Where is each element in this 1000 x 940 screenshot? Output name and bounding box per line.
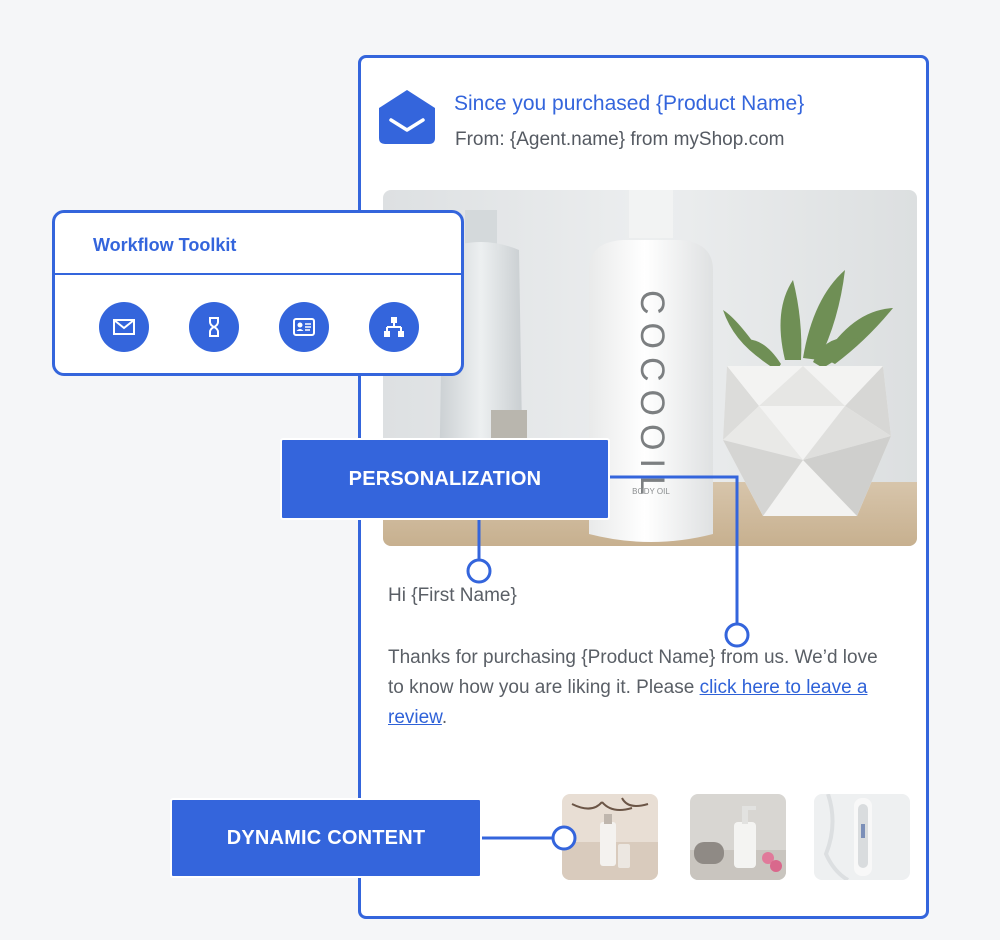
leave-review-link[interactable]: click here to leave a review <box>388 677 868 728</box>
product-thumbnail-1[interactable] <box>562 794 658 880</box>
dynamic-content-label: DYNAMIC CONTENT <box>170 798 482 878</box>
email-body-text: Thanks for purchasing {Product Name} fro… <box>388 647 878 698</box>
delay-tool-button[interactable] <box>189 302 239 352</box>
product-thumbnail-2[interactable] <box>690 794 786 880</box>
open-envelope-icon <box>379 90 435 144</box>
toolkit-divider <box>55 273 461 275</box>
personalization-label: PERSONALIZATION <box>280 438 610 520</box>
workflow-toolkit-panel: Workflow Toolkit <box>52 210 464 376</box>
bottle-brand-text: COCOOIL <box>633 290 671 503</box>
workflow-tool-button[interactable] <box>369 302 419 352</box>
toolkit-title: Workflow Toolkit <box>93 235 237 255</box>
email-body-suffix: . <box>441 707 448 728</box>
product-thumbnail-3[interactable] <box>814 794 910 880</box>
email-greeting: Hi {First Name} <box>388 585 517 606</box>
envelope-icon <box>113 319 135 335</box>
flowchart-icon <box>384 317 404 337</box>
contact-card-icon <box>293 318 315 336</box>
hourglass-icon <box>209 317 219 337</box>
contact-tool-button[interactable] <box>279 302 329 352</box>
email-subject: Since you purchased {Product Name} <box>454 92 805 115</box>
email-tool-button[interactable] <box>99 302 149 352</box>
bottle-subtext: BODY OIL <box>632 487 670 496</box>
email-sender: From: {Agent.name} from myShop.com <box>455 129 785 150</box>
email-body: Thanks for purchasing {Product Name} fro… <box>388 643 888 733</box>
